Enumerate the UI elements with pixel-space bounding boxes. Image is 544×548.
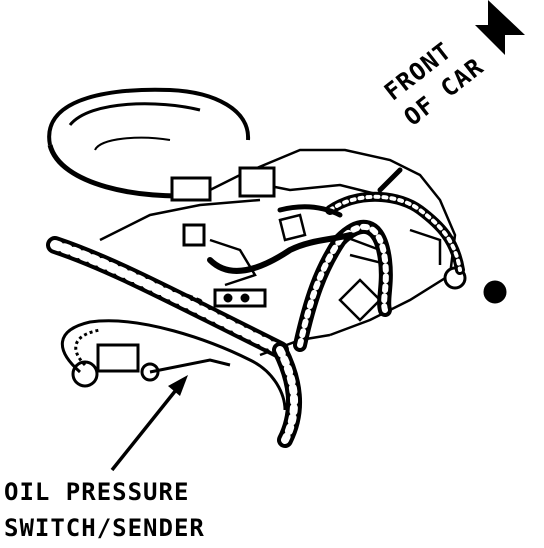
wiring-harness [46,167,465,448]
connectors [71,166,507,388]
oil-pressure-label-line-2: SWITCH/SENDER [4,514,205,542]
engine-block [99,148,457,357]
arrow-up-right-icon [475,0,525,55]
oil-sensor-wire [61,319,287,411]
air-cleaner [47,87,251,199]
oil-pressure-label-line-1: OIL PRESSURE [4,478,190,506]
arrow-pointer-icon [110,375,188,472]
